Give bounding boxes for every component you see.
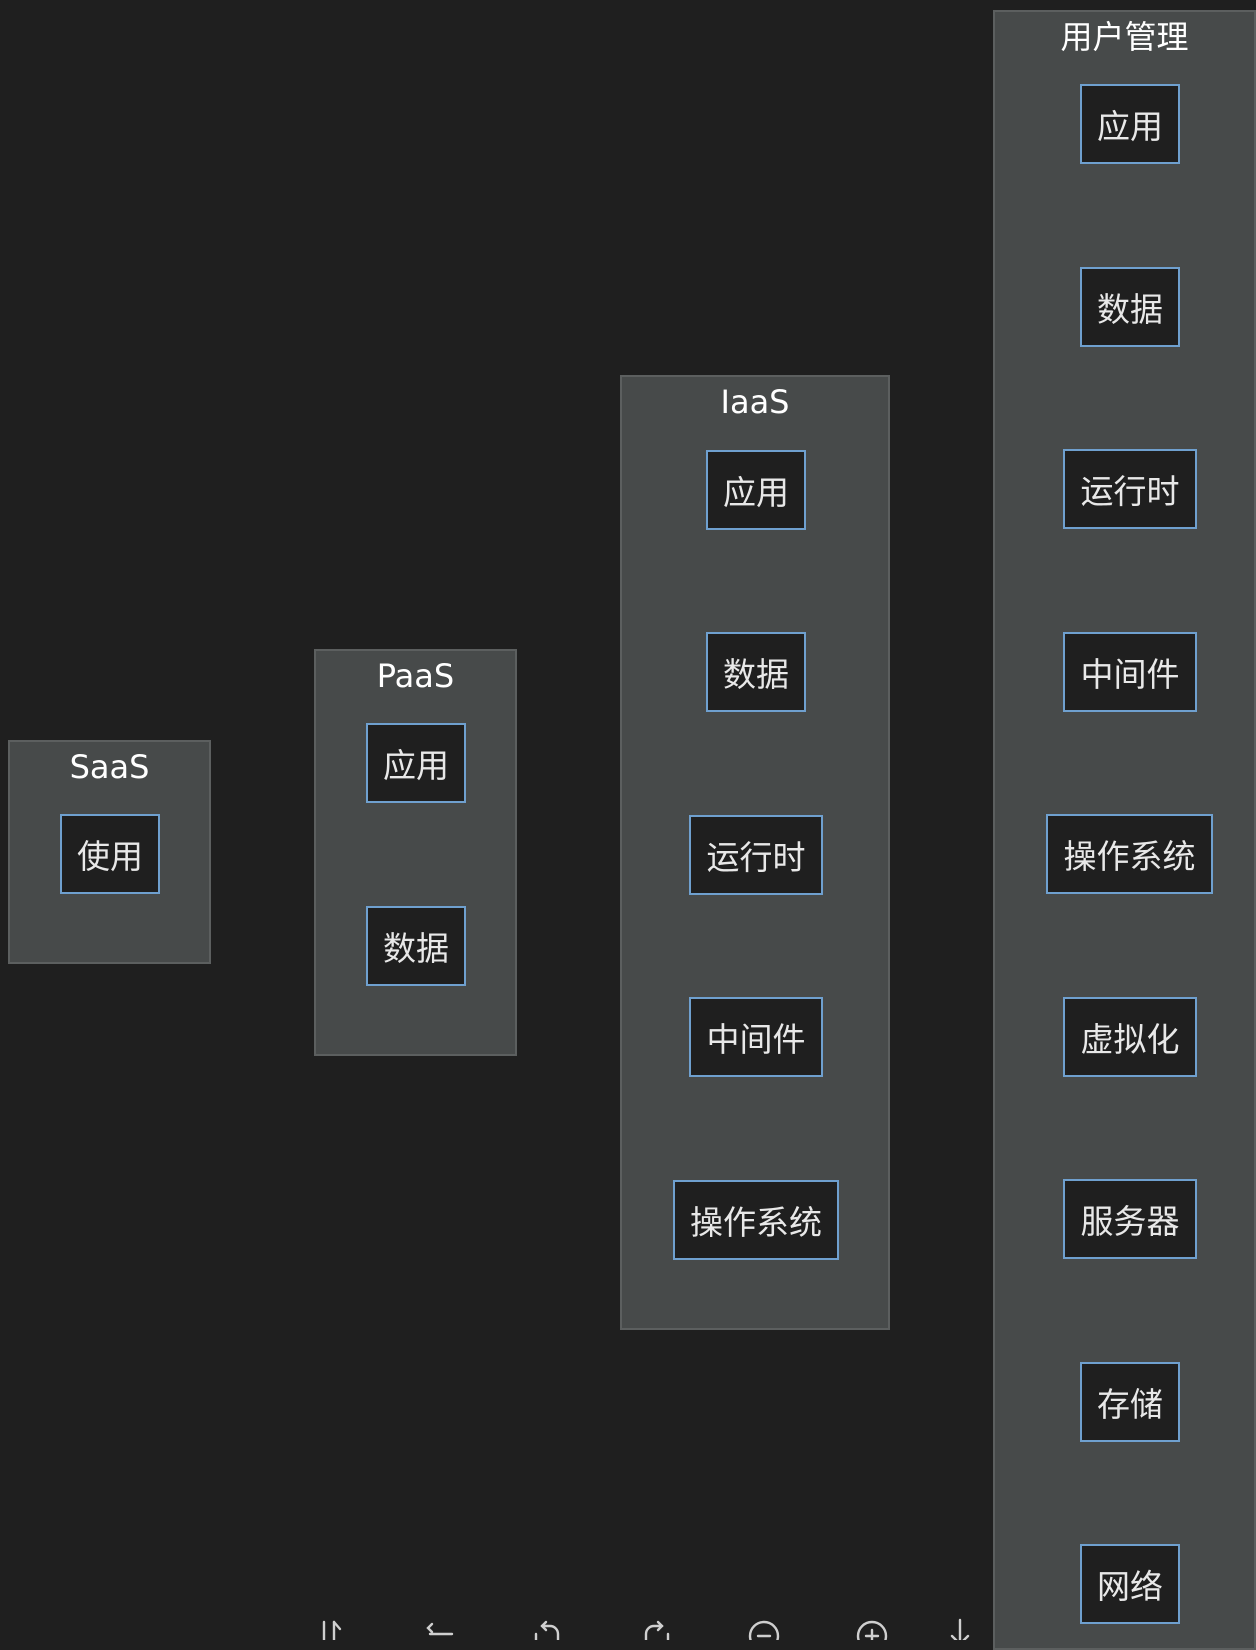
paas-group: PaaS 应用 数据 xyxy=(314,649,517,1056)
user-node-application[interactable]: 应用 xyxy=(1080,84,1180,164)
iaas-group-title: IaaS xyxy=(720,383,790,421)
user-node-runtime[interactable]: 运行时 xyxy=(1063,449,1197,529)
zoom-in-icon[interactable] xyxy=(852,1614,892,1640)
iaas-node-operating-system[interactable]: 操作系统 xyxy=(673,1180,839,1260)
redo-icon[interactable] xyxy=(636,1614,676,1640)
user-node-middleware[interactable]: 中间件 xyxy=(1063,632,1197,712)
paas-node-application[interactable]: 应用 xyxy=(366,723,466,803)
iaas-node-middleware[interactable]: 中间件 xyxy=(689,997,823,1077)
align-icon[interactable] xyxy=(420,1614,460,1640)
user-managed-group-title: 用户管理 xyxy=(1060,18,1189,56)
user-node-virtualization[interactable]: 虚拟化 xyxy=(1063,997,1197,1077)
iaas-node-runtime[interactable]: 运行时 xyxy=(689,815,823,895)
user-node-storage[interactable]: 存储 xyxy=(1080,1362,1180,1442)
undo-icon[interactable] xyxy=(528,1614,568,1640)
iaas-node-data[interactable]: 数据 xyxy=(706,632,806,712)
paas-group-title: PaaS xyxy=(376,657,455,695)
saas-node-use[interactable]: 使用 xyxy=(60,814,160,894)
user-node-operating-system[interactable]: 操作系统 xyxy=(1046,814,1213,894)
iaas-node-application[interactable]: 应用 xyxy=(706,450,806,530)
diagram-toolbar xyxy=(300,1610,980,1640)
download-icon[interactable] xyxy=(940,1614,980,1640)
user-node-network[interactable]: 网络 xyxy=(1080,1544,1180,1624)
sort-icon[interactable] xyxy=(312,1614,352,1640)
user-node-server[interactable]: 服务器 xyxy=(1063,1179,1197,1259)
paas-node-data[interactable]: 数据 xyxy=(366,906,466,986)
user-node-data[interactable]: 数据 xyxy=(1080,267,1180,347)
saas-group: SaaS 使用 xyxy=(8,740,211,964)
saas-group-title: SaaS xyxy=(69,748,150,786)
zoom-out-icon[interactable] xyxy=(744,1614,784,1640)
iaas-group: IaaS 应用 数据 运行时 中间件 操作系统 xyxy=(620,375,890,1330)
user-managed-group: 用户管理 应用 数据 运行时 中间件 操作系统 虚拟化 服务器 存储 网络 xyxy=(993,10,1256,1650)
